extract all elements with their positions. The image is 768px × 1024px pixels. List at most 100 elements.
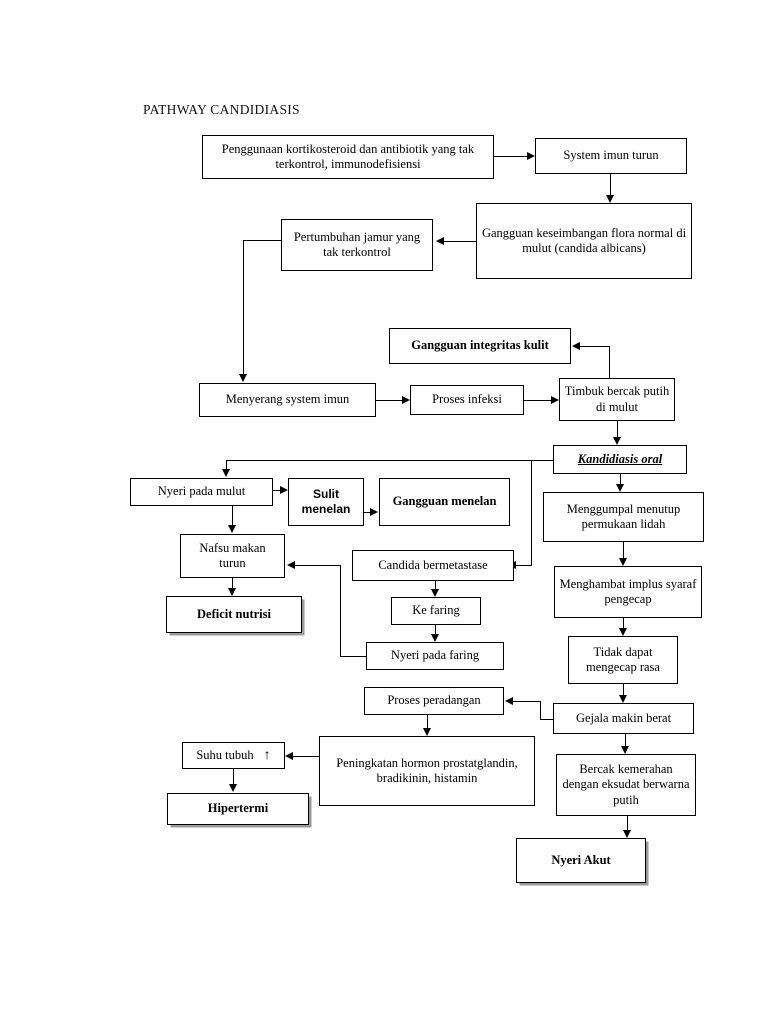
edge-n8-n5-arrowhead bbox=[572, 342, 580, 350]
node-pertumbuhan-jamur[interactable]: Pertumbuhan jamur yang tak terkontrol bbox=[281, 219, 433, 271]
edge-n25-n27 bbox=[627, 816, 629, 830]
edge-n20-n14-seg3 bbox=[295, 564, 341, 566]
edge-n18-n20-arrowhead bbox=[431, 634, 439, 642]
node-label: Gangguan integritas kulit bbox=[411, 338, 549, 353]
edge-n16-n19-arrowhead bbox=[619, 628, 627, 636]
node-label: Nyeri pada faring bbox=[390, 648, 480, 663]
node-label: Sulit menelan bbox=[301, 487, 351, 516]
page-title: PATHWAY CANDIDIASIS bbox=[143, 102, 300, 117]
node-label: Proses infeksi bbox=[432, 392, 502, 407]
node-penggunaan-kortikosteroid[interactable]: Penggunaan kortikosteroid dan antibiotik… bbox=[202, 135, 494, 179]
edge-n11-n12-arrowhead bbox=[370, 508, 378, 516]
node-label: Nyeri pada mulut bbox=[157, 484, 246, 499]
edge-n11-n12 bbox=[364, 511, 371, 513]
edge-n10-n14 bbox=[232, 506, 234, 525]
node-label: Menyerang system imun bbox=[225, 392, 350, 407]
node-label: Deficit nutrisi bbox=[197, 606, 271, 621]
node-gangguan-keseimbangan-flora[interactable]: Gangguan keseimbangan flora normal di mu… bbox=[476, 203, 692, 279]
edge-n19-n21 bbox=[623, 684, 625, 695]
edge-n25-n27-arrowhead bbox=[623, 830, 631, 838]
node-nyeri-akut[interactable]: Nyeri Akut bbox=[516, 838, 646, 883]
edge-n1-n2-arrowhead bbox=[527, 152, 535, 160]
node-kandidiasis-oral[interactable]: Kandidiasis oral bbox=[553, 445, 687, 474]
up-arrow-icon: ↑ bbox=[263, 747, 271, 763]
edge-n9-n10-arrowhead bbox=[222, 469, 230, 477]
edge-n20-n14-seg2 bbox=[340, 564, 342, 657]
edge-n21-n22-arrowhead bbox=[505, 697, 513, 705]
edge-n15-n18 bbox=[435, 581, 437, 589]
node-gangguan-integritas-kulit[interactable]: Gangguan integritas kulit bbox=[389, 328, 571, 364]
node-label: Suhu tubuh bbox=[196, 747, 254, 762]
edge-n21-n25 bbox=[625, 734, 627, 746]
edge-n1-n2 bbox=[494, 155, 527, 157]
edge-n8-n9-arrowhead bbox=[613, 437, 621, 445]
edge-n19-n21-arrowhead bbox=[619, 695, 627, 703]
node-sulit-menelan[interactable]: Sulit menelan bbox=[288, 478, 364, 526]
node-tidak-dapat-mengecap-rasa[interactable]: Tidak dapat mengecap rasa bbox=[568, 636, 678, 684]
edge-n7-n8 bbox=[524, 399, 551, 401]
edge-n9-n10-seg1 bbox=[226, 459, 553, 461]
node-label: Menggumpal menutup permukaan lidah bbox=[566, 501, 681, 531]
edge-n14-n17-arrowhead bbox=[228, 588, 236, 596]
node-label: Gangguan menelan bbox=[392, 494, 497, 509]
node-candida-bermetastase[interactable]: Candida bermetastase bbox=[352, 550, 514, 581]
node-label: Kandidiasis oral bbox=[577, 451, 663, 466]
edge-n21-n22-seg1 bbox=[540, 718, 554, 720]
node-bercak-kemerahan-eksudat[interactable]: Bercak kemerahan dengan eksudat berwarna… bbox=[556, 754, 696, 816]
node-nyeri-pada-faring[interactable]: Nyeri pada faring bbox=[366, 642, 504, 670]
node-nafsu-makan-turun[interactable]: Nafsu makan turun bbox=[180, 534, 285, 578]
node-label: Bercak kemerahan dengan eksudat berwarna… bbox=[562, 762, 690, 807]
edge-n7-n8-arrowhead bbox=[551, 396, 559, 404]
node-peningkatan-hormon[interactable]: Peningkatan hormon prostatglandin, bradi… bbox=[319, 736, 535, 806]
node-gangguan-menelan[interactable]: Gangguan menelan bbox=[379, 478, 510, 526]
edge-n13-n16 bbox=[623, 542, 625, 558]
node-label: Tidak dapat mengecap rasa bbox=[586, 644, 660, 674]
node-gejala-makin-berat[interactable]: Gejala makin berat bbox=[553, 703, 694, 734]
edge-n9-n10-seg2 bbox=[226, 459, 228, 470]
edge-n18-n20 bbox=[435, 625, 437, 634]
node-ke-faring[interactable]: Ke faring bbox=[391, 597, 481, 625]
edge-n8-n9 bbox=[617, 421, 619, 437]
node-label: Hipertermi bbox=[207, 801, 269, 816]
edge-n3-n4 bbox=[444, 240, 476, 242]
node-timbuk-bercak-putih[interactable]: Timbuk bercak putih di mulut bbox=[559, 378, 675, 421]
node-label: Gejala makin berat bbox=[575, 710, 672, 725]
edge-n9-n15-seg1 bbox=[531, 459, 533, 566]
edge-n15-n18-arrowhead bbox=[431, 589, 439, 597]
node-menggumpal-menutup-lidah[interactable]: Menggumpal menutup permukaan lidah bbox=[543, 492, 704, 542]
node-system-imun-turun[interactable]: System imun turun bbox=[535, 138, 687, 174]
edge-n6-n7 bbox=[376, 399, 402, 401]
edge-n3-n4-arrowhead bbox=[436, 237, 444, 245]
node-hipertermi[interactable]: Hipertermi bbox=[167, 793, 309, 825]
edge-n2-n3-arrowhead bbox=[606, 195, 614, 203]
node-label: Gangguan keseimbangan flora normal di mu… bbox=[481, 225, 687, 255]
node-menyerang-system-imun[interactable]: Menyerang system imun bbox=[199, 383, 376, 417]
edge-n4-n6-arrowhead bbox=[239, 374, 247, 382]
edge-n21-n25-arrowhead bbox=[621, 746, 629, 754]
edge-n14-n17 bbox=[232, 578, 234, 588]
node-nyeri-pada-mulut[interactable]: Nyeri pada mulut bbox=[130, 478, 273, 506]
node-label: Peningkatan hormon prostatglandin, bradi… bbox=[336, 755, 518, 785]
node-label: Candida bermetastase bbox=[378, 557, 488, 572]
node-proses-infeksi[interactable]: Proses infeksi bbox=[410, 385, 524, 415]
edge-n24-n26-arrowhead bbox=[229, 784, 237, 792]
edge-n8-n5-seg2 bbox=[580, 345, 610, 347]
node-proses-peradangan[interactable]: Proses peradangan bbox=[364, 687, 504, 715]
edge-n4-n6-seg1 bbox=[243, 239, 281, 241]
edge-n21-n22-seg2 bbox=[540, 700, 542, 720]
node-label: Ke faring bbox=[412, 603, 460, 618]
node-suhu-tubuh[interactable]: Suhu tubuh ↑ bbox=[182, 742, 285, 769]
node-menghambat-implus-syaraf[interactable]: Menghambat implus syaraf pengecap bbox=[554, 566, 702, 618]
node-label: Pertumbuhan jamur yang tak terkontrol bbox=[293, 229, 421, 259]
edge-n20-n14-seg1 bbox=[340, 655, 366, 657]
edge-n8-n5-seg1 bbox=[609, 345, 611, 379]
edge-n6-n7-arrowhead bbox=[402, 396, 410, 404]
edge-n24-n26 bbox=[233, 769, 235, 784]
edge-n23-n24 bbox=[293, 755, 319, 757]
edge-n16-n19 bbox=[623, 618, 625, 628]
edge-n20-n14-arrowhead bbox=[287, 561, 295, 569]
node-deficit-nutrisi[interactable]: Deficit nutrisi bbox=[166, 596, 302, 633]
edge-n10-n11-arrowhead bbox=[280, 486, 288, 494]
node-label: Timbuk bercak putih di mulut bbox=[564, 384, 670, 414]
